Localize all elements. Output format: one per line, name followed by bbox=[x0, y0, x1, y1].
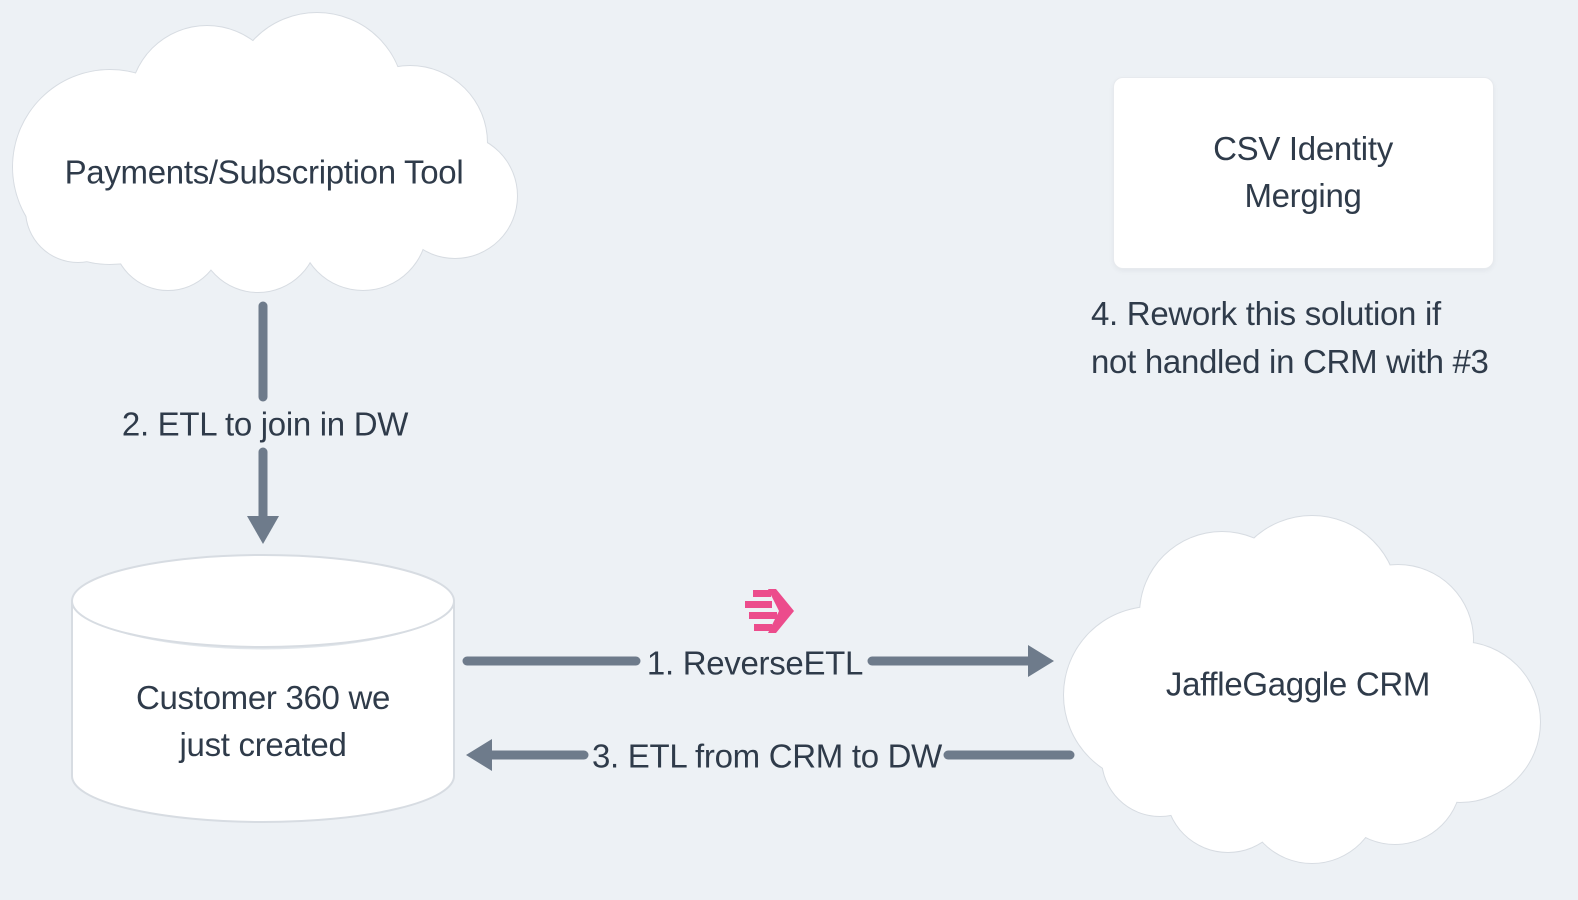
edge-etl-from-crm-arrow bbox=[466, 739, 1075, 771]
customer360-cylinder-label: Customer 360 we just created bbox=[135, 679, 391, 763]
jafflegaggle-cloud-shape bbox=[1063, 515, 1541, 864]
edge-etl-from-crm-label: 3. ETL from CRM to DW bbox=[591, 737, 943, 775]
edge-etl-to-dw-arrow bbox=[247, 301, 279, 544]
csv-merging-box bbox=[1113, 77, 1494, 269]
payments-cloud-label: Payments/Subscription Tool bbox=[64, 153, 464, 191]
reverse-etl-logo-icon bbox=[745, 589, 794, 633]
rework-note: 4. Rework this solution if not handled i… bbox=[1091, 295, 1489, 380]
edge-etl-to-dw-label: 2. ETL to join in DW bbox=[121, 405, 409, 443]
customer360-cylinder-shape bbox=[71, 554, 455, 823]
edge-reverse-etl-arrow bbox=[462, 645, 1054, 677]
payments-cloud-shape bbox=[12, 12, 518, 293]
csv-merging-box-label: CSV Identity Merging bbox=[1213, 130, 1393, 214]
edge-reverse-etl-label: 1. ReverseETL bbox=[646, 644, 864, 682]
jafflegaggle-cloud-label: JaffleGaggle CRM bbox=[1165, 665, 1431, 703]
